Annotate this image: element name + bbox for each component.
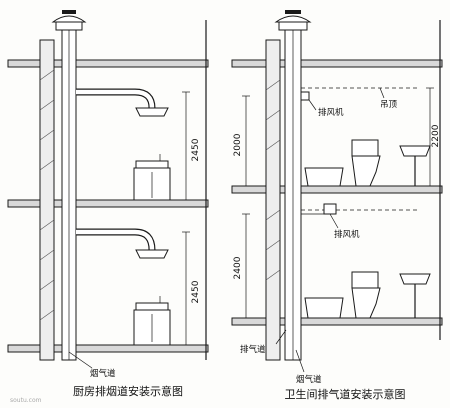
bath-dimension-right: 2200 [431,124,441,147]
bath-tub-upper [304,167,344,187]
bath-fan-label-lower: 排风机 [334,229,360,240]
kitchen-flue-label: 烟气道 [90,368,116,379]
bath-fan-lower [323,203,337,215]
bath-toilet-upper [351,155,381,187]
kitchen-dimension-lower: 2450 [191,280,201,303]
bath-slab-mid [231,185,443,194]
bath-tub-lower [304,297,344,319]
kitchen-hood-lower [135,249,169,259]
kitchen-caption: 厨房排烟道安装示意图 [73,384,183,398]
bath-sink-upper [399,145,431,157]
bath-fan-upper [300,91,310,101]
bath-toilet-tank-upper [351,139,379,157]
kitchen-hood-upper [135,107,169,117]
bathroom-caption: 卫生间排气道安装示意图 [285,387,406,401]
bath-dimension-upper: 2000 [233,133,243,156]
bath-sink-lower [399,273,431,285]
kitchen-slab-bottom [7,344,209,353]
bath-fan-label-upper: 排风机 [318,107,344,118]
kitchen-flue-hood [51,15,87,23]
bath-shaft-cap [278,21,308,31]
bath-exhaust-duct-label: 排气道 [240,344,266,355]
kitchen-flue-cap [55,21,83,31]
kitchen-dimension-upper: 2450 [191,138,201,161]
bath-slab-top [231,59,443,68]
bath-slab-bottom [231,317,443,326]
bath-flue-label: 烟气道 [296,374,322,385]
watermark: soutu.com [10,397,42,404]
kitchen-wall-hatch [39,69,55,321]
bath-toilet-lower [351,287,381,319]
kitchen-slab-mid [7,199,209,208]
bath-toilet-tank-lower [351,271,379,289]
bath-ceiling-label: 吊顶 [380,100,398,110]
kitchen-flue-top-bar [62,10,76,14]
kitchen-diagram: 2450 2450 烟气道 厨房排烟道安装示意图 [7,10,209,398]
bath-dimension-lower: 2400 [233,256,243,279]
bathroom-diagram: 排风机 吊顶 排风机 2000 2400 2200 排气道 [231,10,443,401]
bath-left-wall [265,39,281,361]
kitchen-slab-top [7,59,209,68]
kitchen-left-wall [39,39,55,361]
